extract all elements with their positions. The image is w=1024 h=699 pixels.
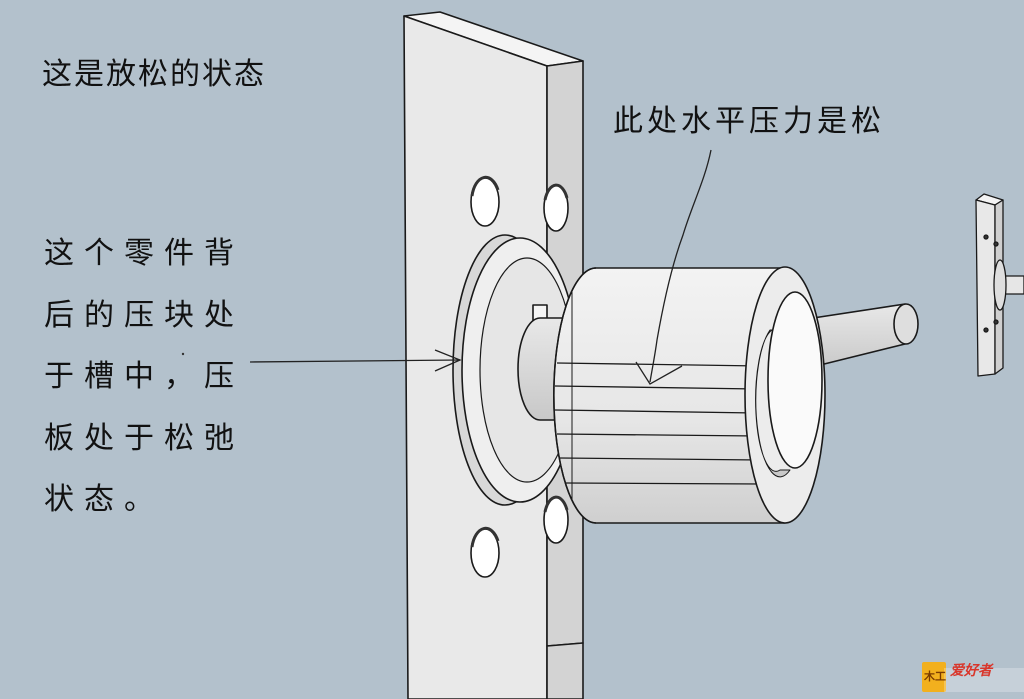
- part-annotation-line: 板处于松弛: [44, 420, 244, 456]
- part-annotation: 这个零件背 后的压块处 于槽中，压 板处于松弛 状态。: [44, 236, 244, 531]
- watermark-logo: [922, 662, 1024, 692]
- plate-hole: [543, 495, 569, 544]
- plate-hole: [470, 526, 500, 578]
- tapered-spindle: [799, 303, 919, 371]
- watermark-mark: 木工: [924, 670, 946, 683]
- state-title: 这是放松的状态: [42, 57, 266, 92]
- plate-hole: [470, 175, 500, 227]
- part-annotation-line: 后的压块处: [44, 297, 244, 333]
- part-annotation-line: 状态。: [44, 482, 164, 517]
- plate-hole: [543, 183, 569, 232]
- watermark-text: 爱好者: [950, 663, 992, 679]
- cylinder-end-face: [744, 266, 826, 524]
- annotation-arrow-left: [249, 349, 462, 372]
- part-annotation-line: 于槽中，压: [44, 359, 244, 394]
- part-annotation-line: 这个零件背: [44, 236, 244, 271]
- pressure-annotation: 此处水平压力是松: [613, 104, 885, 139]
- clamp-cylinder: [553, 267, 786, 524]
- distant-plate: [975, 193, 1024, 377]
- stray-dot: [181, 352, 185, 356]
- annotation-arrow-top: [635, 149, 712, 385]
